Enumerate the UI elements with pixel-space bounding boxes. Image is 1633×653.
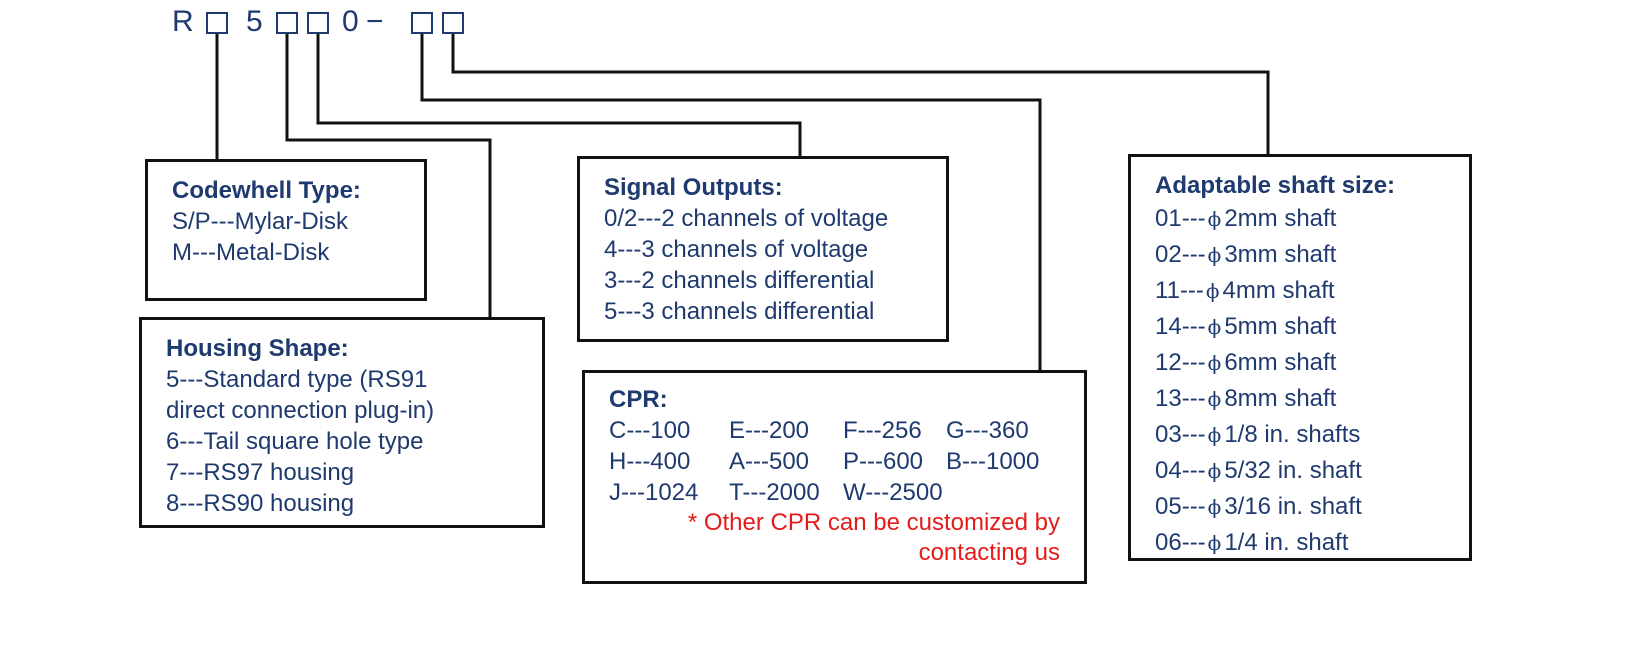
connector-signal	[316, 34, 802, 157]
shaft-code: 02---	[1155, 241, 1206, 268]
shaft-code: 01---	[1155, 205, 1206, 232]
shaft-size: 5/32 in. shaft	[1224, 457, 1362, 484]
shaft-size: 3/16 in. shaft	[1224, 493, 1362, 520]
shaft-size: 2mm shaft	[1224, 205, 1337, 232]
shaft-code: 06---	[1155, 529, 1206, 556]
shaft-code: 13---	[1155, 385, 1206, 412]
signal-outputs-box: Signal Outputs: 0/2---2 channels of volt…	[577, 156, 949, 342]
cpr-box: CPR: C---100 E---200 F---256 G---360 H--…	[582, 370, 1087, 584]
codewheel-option: M---Metal-Disk	[172, 239, 330, 266]
housing-option: direct connection plug-in)	[166, 397, 435, 424]
shaft-size: 4mm shaft	[1222, 277, 1335, 304]
cpr-option: A---500	[729, 448, 810, 475]
shaft-code: 14---	[1155, 313, 1206, 340]
placeholder-cpr	[411, 12, 433, 34]
housing-shape-title: Housing Shape:	[166, 335, 349, 362]
signal-option: 3---2 channels differential	[604, 267, 875, 294]
placeholder-codewheel	[206, 12, 228, 34]
shaft-code: 04---	[1155, 457, 1206, 484]
shaft-code: 05---	[1155, 493, 1206, 520]
model-code-prefix: R	[172, 5, 194, 38]
signal-option: 4---3 channels of voltage	[604, 236, 869, 263]
placeholder-shaft	[442, 12, 464, 34]
shaft-code: 12---	[1155, 349, 1206, 376]
cpr-title: CPR:	[609, 386, 668, 413]
diameter-icon: ϕ	[1207, 423, 1222, 447]
signal-option: 5---3 channels differential	[604, 298, 875, 325]
cpr-option: G---360	[946, 417, 1029, 444]
cpr-option: B---1000	[946, 448, 1040, 475]
connector-shaft	[451, 34, 1270, 155]
cpr-option: C---100	[609, 417, 691, 444]
model-code-digit-5: 5	[246, 5, 263, 38]
diameter-icon: ϕ	[1207, 315, 1222, 339]
housing-option: 7---RS97 housing	[166, 459, 355, 486]
diameter-icon: ϕ	[1205, 279, 1220, 303]
connector-cpr	[420, 34, 1042, 371]
codewheel-option: S/P---Mylar-Disk	[172, 208, 348, 235]
cpr-option: F---256	[843, 417, 922, 444]
diameter-icon: ϕ	[1207, 387, 1222, 411]
shaft-size: 3mm shaft	[1224, 241, 1337, 268]
codewheel-type-title: Codewhell Type:	[172, 177, 361, 204]
cpr-option: E---200	[729, 417, 810, 444]
diameter-icon: ϕ	[1207, 495, 1222, 519]
shaft-size-title: Adaptable shaft size:	[1155, 172, 1396, 199]
cpr-row: J---1024 T---2000 W---2500	[609, 477, 1060, 508]
signal-outputs-title: Signal Outputs:	[604, 174, 783, 201]
diameter-icon: ϕ	[1207, 243, 1222, 267]
housing-shape-box: Housing Shape: 5---Standard type (RS91 d…	[139, 317, 545, 528]
diameter-icon: ϕ	[1207, 531, 1222, 555]
diameter-icon: ϕ	[1207, 459, 1222, 483]
cpr-option: J---1024	[609, 479, 699, 506]
shaft-code: 11---	[1155, 277, 1204, 304]
connector-housing	[285, 34, 492, 318]
housing-option: 6---Tail square hole type	[166, 428, 424, 455]
cpr-option: W---2500	[843, 479, 943, 506]
cpr-custom-note-contact: contacting us	[918, 539, 1060, 566]
shaft-code: 03---	[1155, 421, 1206, 448]
shaft-size: 1/8 in. shafts	[1224, 421, 1361, 448]
housing-option: 8---RS90 housing	[166, 490, 355, 517]
placeholder-signal	[307, 12, 329, 34]
diameter-icon: ϕ	[1207, 351, 1222, 375]
codewheel-type-box: Codewhell Type: S/P---Mylar-Disk M---Met…	[145, 159, 427, 301]
cpr-row: C---100 E---200 F---256 G---360	[609, 415, 1060, 446]
model-code-dash: −	[366, 5, 384, 38]
shaft-size: 1/4 in. shaft	[1224, 529, 1349, 556]
cpr-option: T---2000	[729, 479, 820, 506]
cpr-option: P---600	[843, 448, 924, 475]
cpr-row: H---400 A---500 P---600 B---1000	[609, 446, 1060, 477]
shaft-size: 8mm shaft	[1224, 385, 1337, 412]
cpr-option: H---400	[609, 448, 691, 475]
shaft-size: 5mm shaft	[1224, 313, 1337, 340]
signal-option: 0/2---2 channels of voltage	[604, 205, 889, 232]
diameter-icon: ϕ	[1207, 207, 1222, 231]
shaft-size: 6mm shaft	[1224, 349, 1337, 376]
cpr-custom-note: * Other CPR can be customized by	[687, 509, 1060, 536]
placeholder-housing	[276, 12, 298, 34]
housing-option: 5---Standard type (RS91	[166, 366, 428, 393]
model-code-digit-0: 0	[342, 5, 359, 38]
